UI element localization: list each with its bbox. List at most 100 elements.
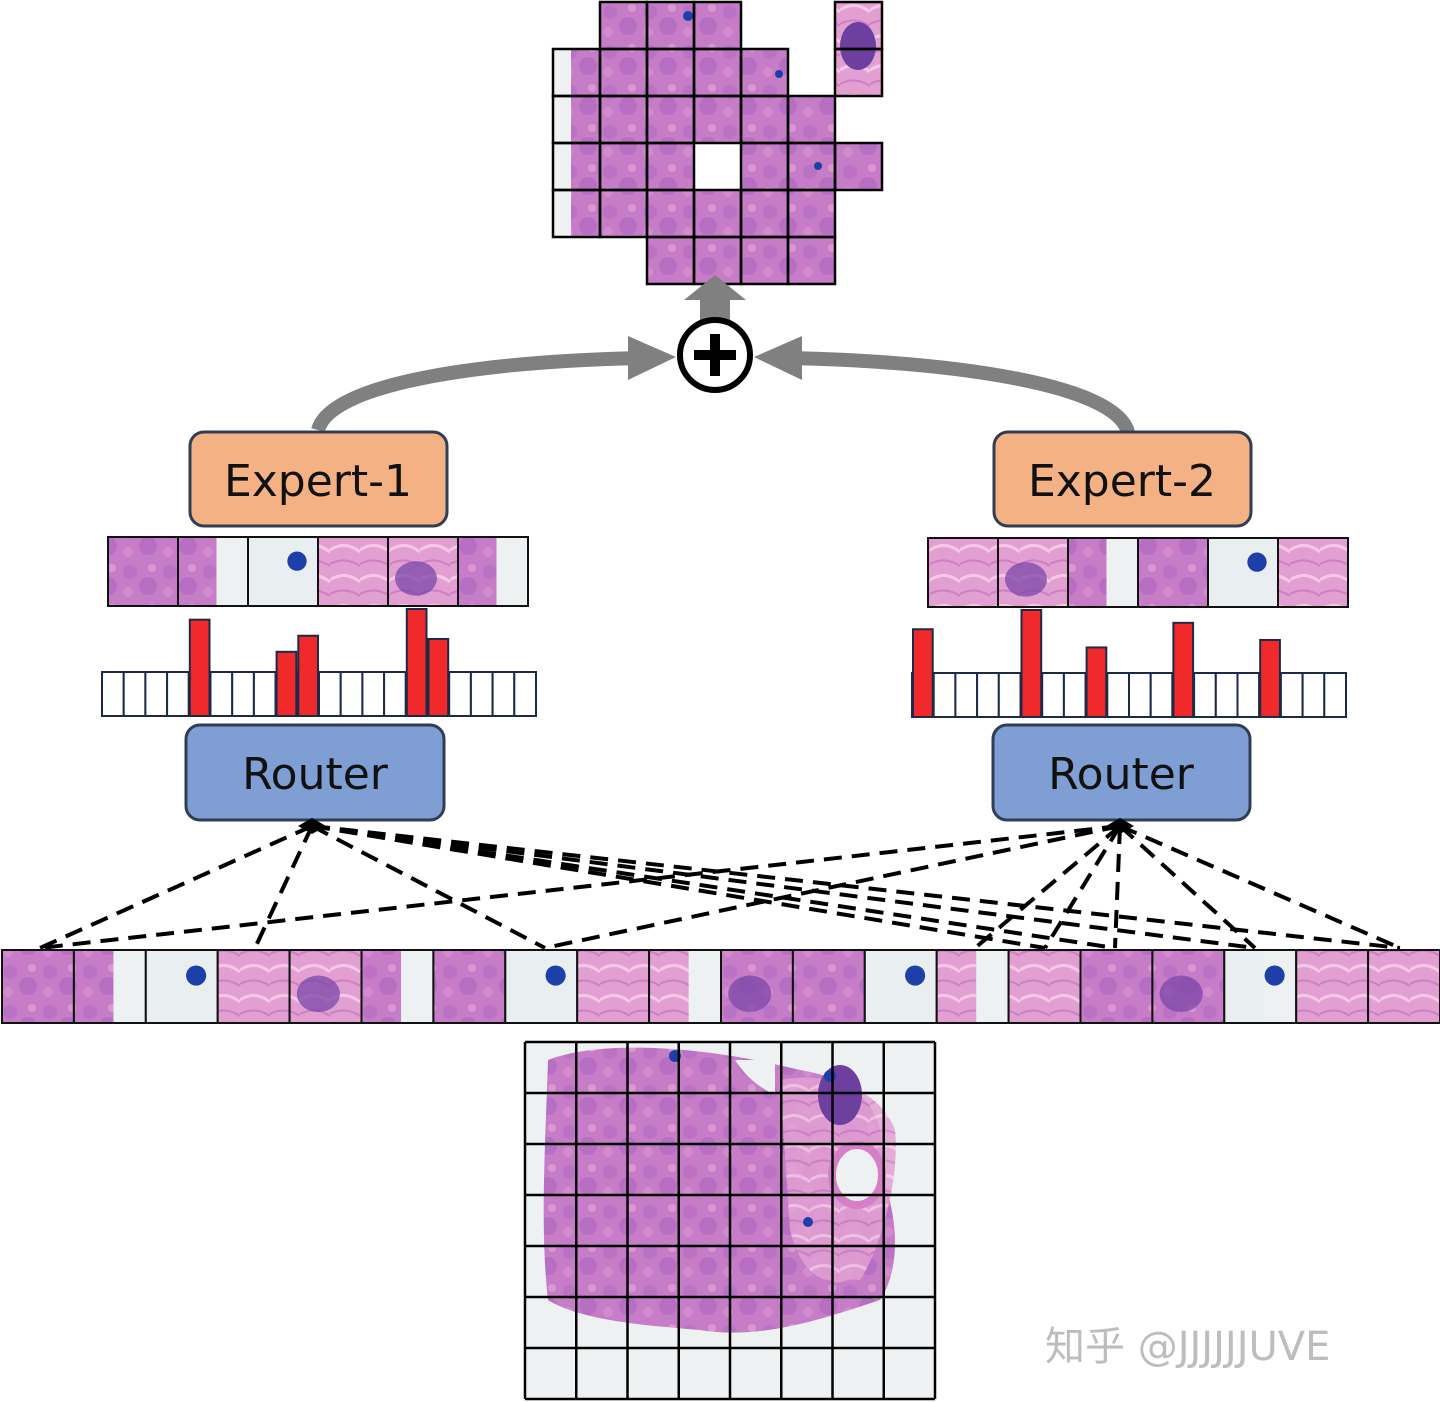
mosaic-patch: [788, 190, 835, 237]
expert-2-label: Expert-2: [1028, 456, 1216, 507]
gate-slot: [1214, 672, 1239, 718]
gate-slot: [252, 671, 277, 717]
mosaic-cell: [833, 141, 884, 192]
input-patch: [1223, 949, 1298, 1024]
mosaic-patch: [647, 237, 694, 284]
gate-slot: [976, 672, 1000, 718]
expert-1-box[interactable]: [188, 430, 449, 528]
gate-bar: [427, 637, 450, 718]
input-patch: [1079, 949, 1154, 1024]
up-arrow-head: [684, 275, 746, 300]
token-patch: [107, 536, 179, 607]
token-patch: [247, 536, 319, 607]
gate-slot: [231, 671, 255, 717]
sum-plus-v: [710, 334, 720, 376]
mosaic-patch: [647, 96, 694, 143]
token-patch: [1207, 537, 1279, 608]
gate-slot: [997, 672, 1022, 718]
token-patch: [177, 536, 249, 607]
routing-line: [311, 824, 1256, 950]
tissue-region: [543, 1047, 896, 1333]
routing-line: [973, 824, 1122, 950]
routing-line: [311, 824, 1046, 950]
token-patch: [1067, 537, 1139, 608]
watermark: 知乎 @JJJJJJUVE: [1045, 1324, 1330, 1370]
right-merge-arrowhead: [754, 336, 802, 380]
token-patch: [387, 536, 459, 607]
routing-line: [253, 825, 314, 949]
expert-1-branch: Expert-1 Router: [101, 430, 537, 822]
gate-bar: [1259, 638, 1281, 719]
ink-mark: [775, 70, 783, 78]
router-2-anchor: [1106, 818, 1134, 834]
gate-slot: [101, 671, 125, 717]
expert-2-box[interactable]: [992, 430, 1253, 528]
mosaic-patch: [788, 96, 835, 143]
router-1-label: Router: [242, 749, 389, 800]
input-patch: [1367, 949, 1440, 1024]
input-patch: [1295, 949, 1370, 1024]
routing-line: [311, 824, 1116, 950]
input-patch: [360, 949, 435, 1024]
ink-mark: [824, 1070, 836, 1082]
gate-bar: [297, 634, 319, 717]
mosaic-patch: [835, 143, 882, 190]
mosaic-patch: [788, 237, 835, 284]
gate-slot: [383, 671, 407, 717]
routing-line: [311, 824, 546, 950]
gate-slot: [144, 671, 169, 717]
token-patch: [927, 537, 999, 608]
input-patch: [1, 949, 75, 1024]
input-patch: [432, 949, 507, 1024]
gate-bar: [405, 608, 428, 717]
mosaic-patch: [647, 190, 694, 237]
gate-slot: [1236, 672, 1261, 718]
mosaic-patch: [694, 49, 741, 96]
gate-slot: [448, 671, 472, 717]
input-patch: [288, 949, 363, 1024]
combine-block: [311, 275, 1135, 435]
ink-mark: [814, 162, 822, 170]
routing-line: [39, 824, 1121, 950]
mosaic-patch: [647, 2, 694, 49]
gate-slot: [209, 671, 234, 717]
gate-bar: [1085, 646, 1108, 719]
gate-slot: [513, 671, 537, 717]
right-merge-arrow: [789, 351, 1135, 435]
gate-bar: [275, 650, 298, 717]
gate-slot: [932, 672, 957, 718]
input-patch: [863, 949, 938, 1024]
routing-line: [1043, 824, 1122, 950]
mosaic-patch: [647, 49, 694, 96]
input-patch: [216, 949, 291, 1024]
routing-line: [1113, 825, 1122, 949]
input-patch: [504, 949, 579, 1024]
input-patch: [1151, 949, 1226, 1024]
input-patch: [576, 949, 651, 1024]
gate-slot: [1193, 672, 1217, 718]
expert-2-gate-scores: [911, 609, 1348, 719]
routing-line: [1119, 824, 1401, 950]
mosaic-patch: [741, 190, 788, 237]
ink-mark: [803, 1217, 813, 1227]
gate-slot: [1323, 672, 1348, 718]
mosaic-patch: [600, 143, 647, 190]
expert-2-branch: Expert-2 Router: [911, 430, 1349, 822]
dense-node: [840, 22, 876, 70]
gate-slot: [1128, 672, 1152, 718]
routing-line: [544, 824, 1121, 950]
gate-bar: [1020, 609, 1043, 718]
router-2-label: Router: [1048, 749, 1195, 800]
mosaic-patch: [600, 190, 647, 237]
ink-mark: [683, 11, 693, 21]
mosaic-patch: [741, 96, 788, 143]
input-patch: [72, 949, 147, 1024]
gate-slot: [339, 671, 364, 717]
input-patch: [791, 949, 866, 1024]
gate-slot: [491, 671, 516, 717]
mosaic-patch: [694, 2, 741, 49]
gate-slot: [1301, 672, 1326, 718]
expert-2-token-strip: [927, 537, 1349, 608]
routing-lines: [39, 818, 1401, 950]
